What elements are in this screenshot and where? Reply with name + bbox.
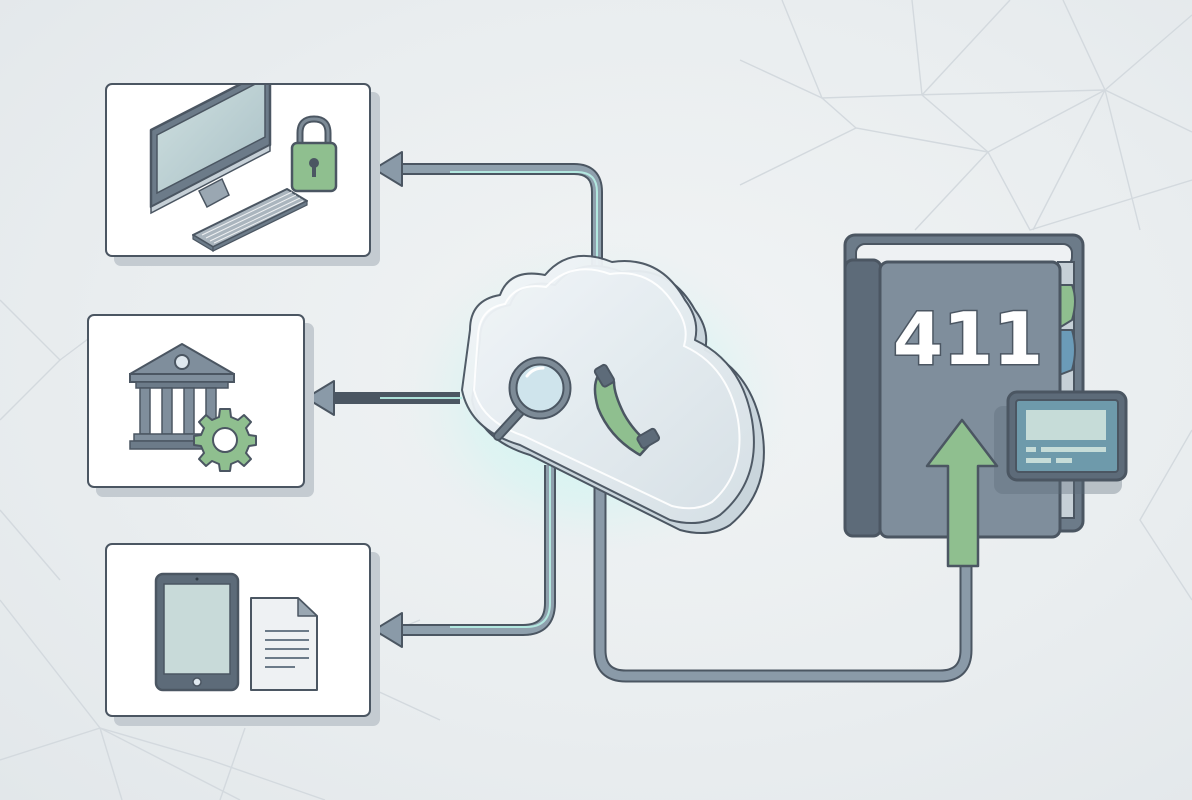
- destination-card-secure-computer[interactable]: [105, 83, 371, 257]
- destination-card-institution-settings[interactable]: [87, 314, 305, 488]
- connector-cloud-to-institution: [305, 380, 462, 416]
- padlock-icon: [290, 115, 338, 193]
- phone-handset-icon: [593, 363, 661, 457]
- tablet-icon: [154, 572, 240, 692]
- desktop-monitor-icon: [149, 85, 272, 215]
- destination-card-mobile-documents[interactable]: [105, 543, 371, 717]
- directory-book[interactable]: 411: [843, 233, 1128, 568]
- arrowhead-left-icon: [305, 380, 335, 416]
- index-tab-green: [1058, 284, 1076, 330]
- card-reader-device: [994, 390, 1128, 494]
- gear-icon: [193, 408, 257, 472]
- keyboard-icon: [192, 188, 308, 253]
- magnifying-glass-icon: [493, 356, 572, 441]
- arrowhead-left-icon: [373, 151, 403, 187]
- connector-cloud-to-mobile: [373, 465, 556, 648]
- institution-illustration: [129, 343, 257, 472]
- connector-book-to-cloud: [593, 450, 973, 683]
- cloud-hub[interactable]: [461, 254, 765, 535]
- bank-building-icon: [129, 343, 235, 450]
- connector-cloud-to-computer: [373, 151, 603, 290]
- index-tab-blue: [1058, 329, 1076, 377]
- arrowhead-left-icon: [373, 612, 403, 648]
- document-icon: [250, 597, 318, 691]
- mobile-documents-illustration: [154, 572, 318, 692]
- arrow-up-icon: [925, 418, 999, 568]
- book-title: 411: [893, 297, 1043, 381]
- secure-computer-illustration: [149, 85, 338, 253]
